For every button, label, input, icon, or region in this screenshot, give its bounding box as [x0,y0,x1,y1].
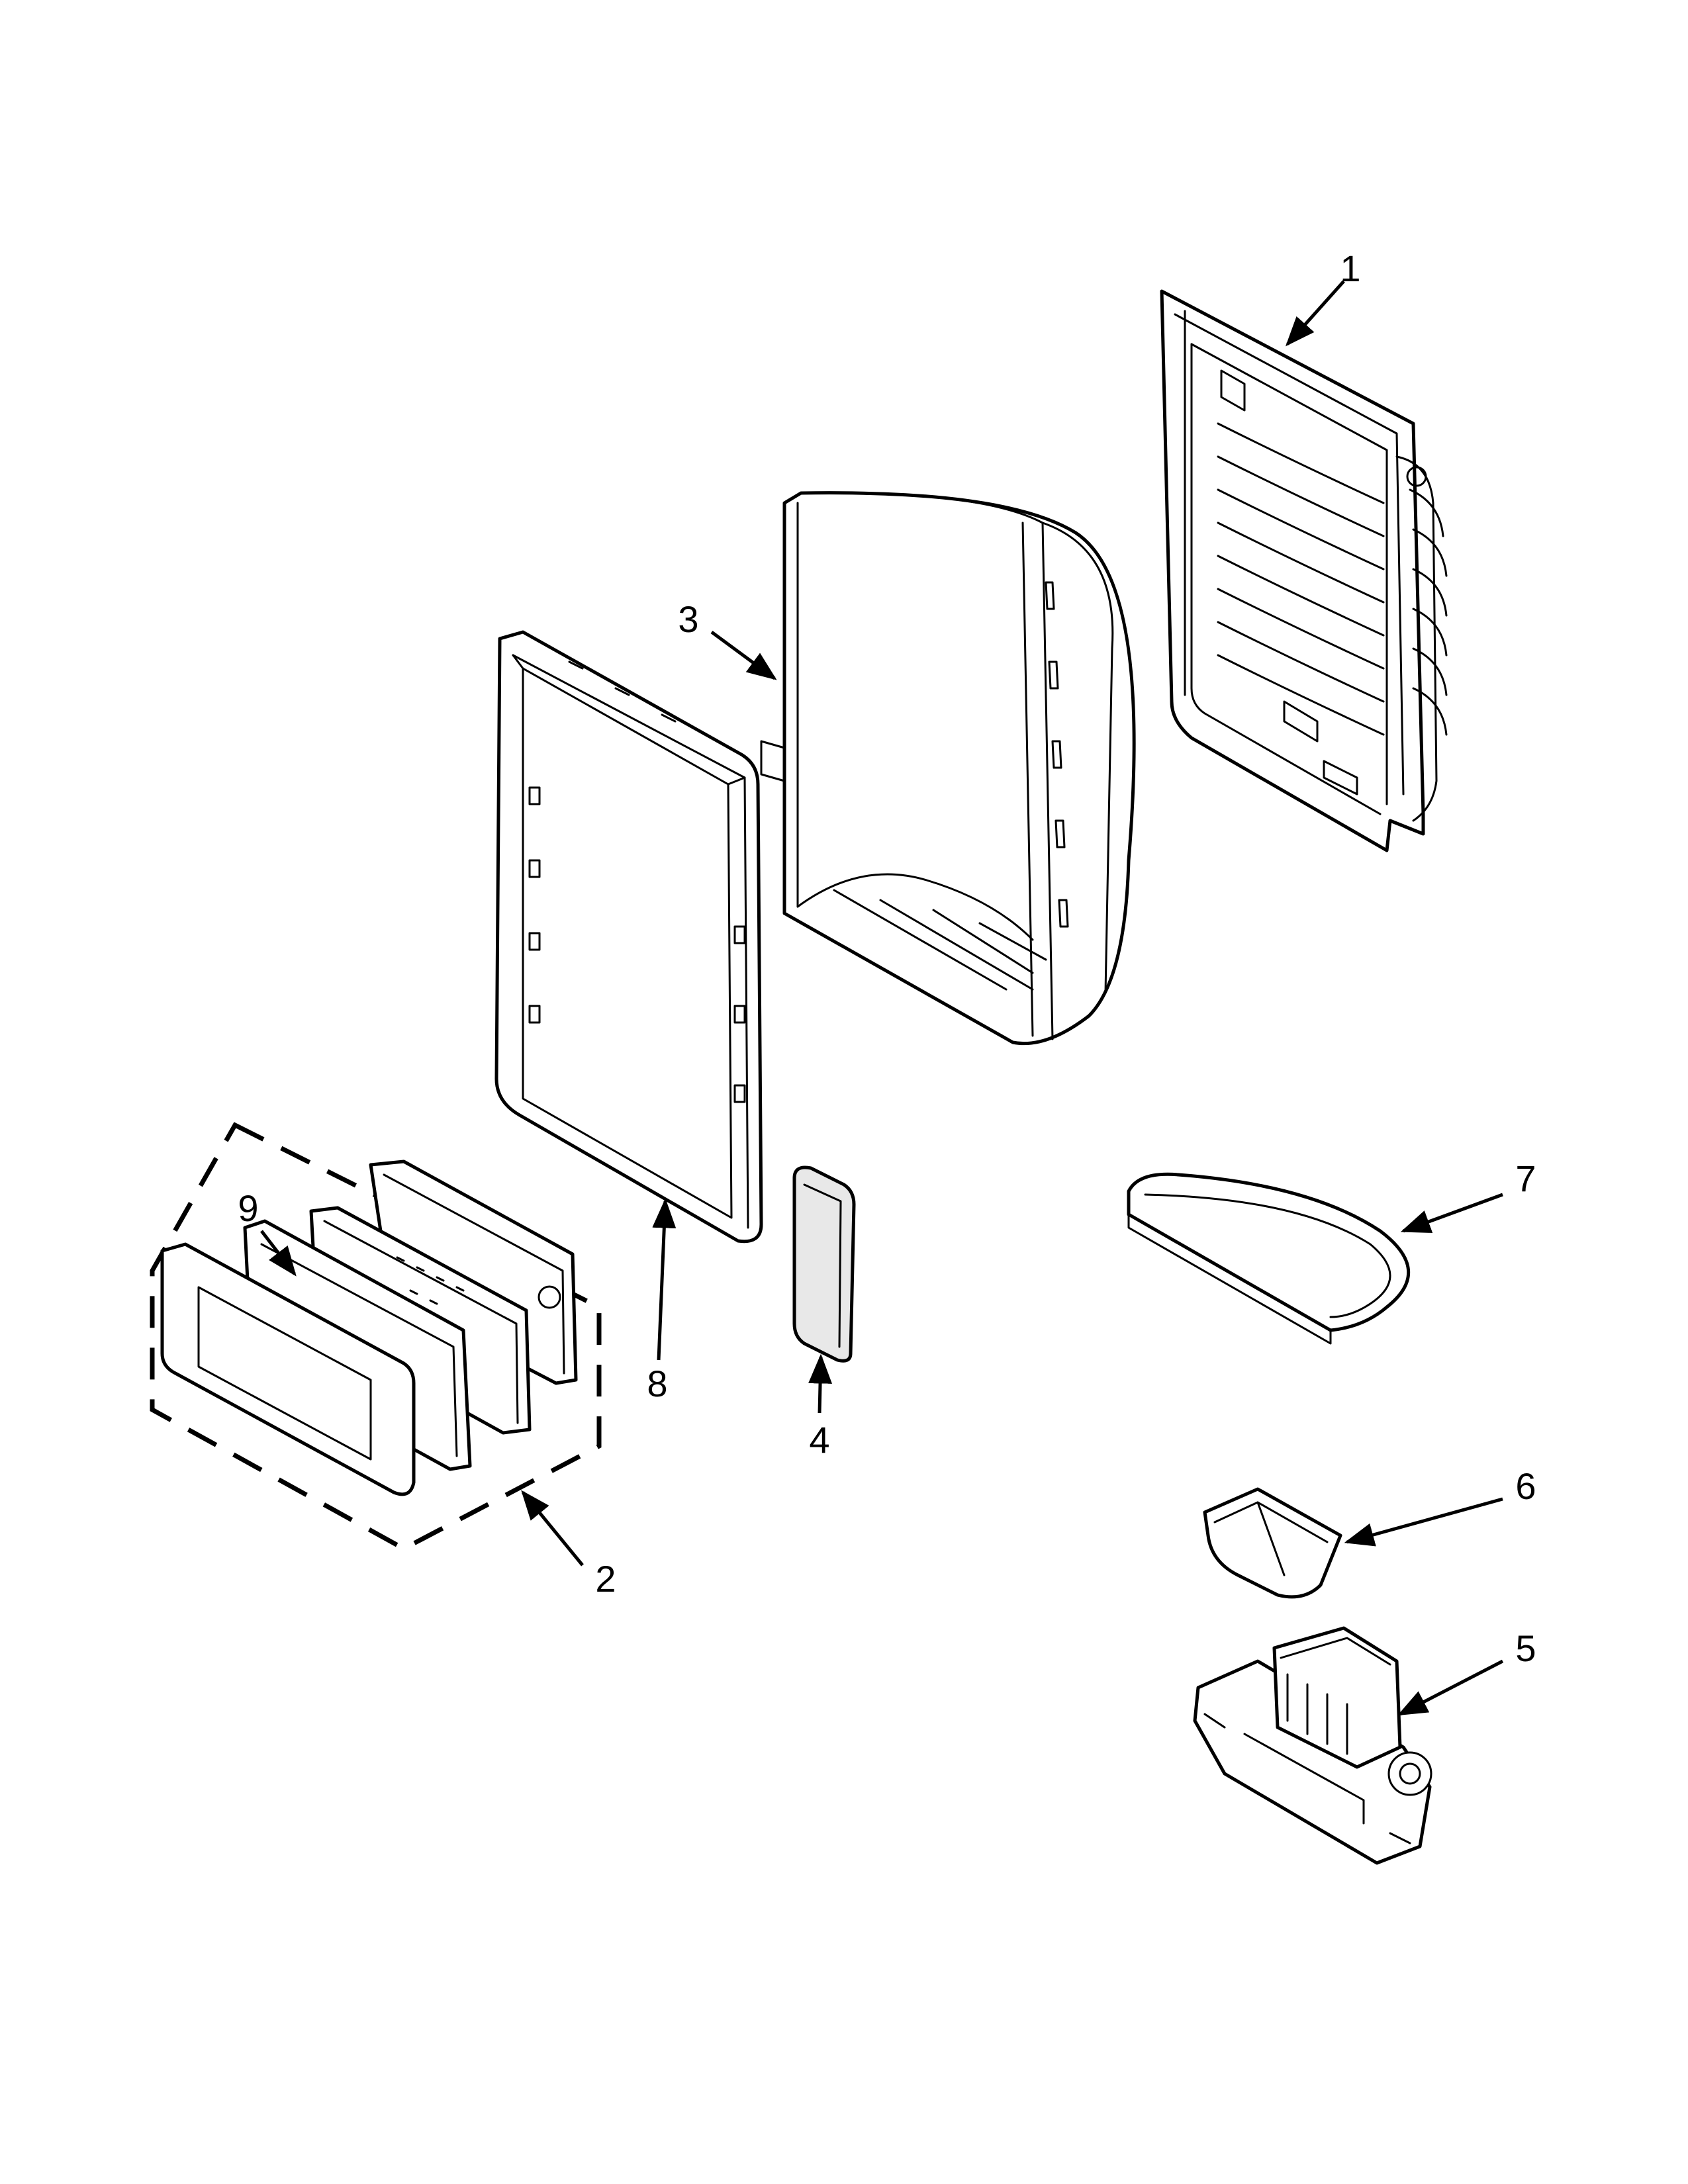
part-7-shelf[interactable] [1127,1172,1411,1345]
part-8-frame[interactable] [494,630,786,1244]
part-3-liner[interactable] [782,491,1136,1046]
part-1-housing[interactable] [1160,289,1448,852]
leader-lines [260,280,1504,1716]
callout-3: 3 [678,598,698,640]
leader-9 [260,1230,297,1277]
callout-6: 6 [1515,1465,1536,1507]
leader-8 [652,1198,677,1361]
leader-3 [710,630,777,680]
callout-4: 4 [809,1419,829,1461]
leader-2 [521,1490,584,1567]
leader-7 [1400,1193,1503,1233]
callout-8: 8 [647,1363,667,1404]
part-4-pad[interactable] [792,1165,856,1363]
callout-5: 5 [1515,1627,1536,1669]
part-5-mechanism[interactable] [1193,1626,1432,1865]
part-2-control-assembly[interactable] [160,1160,578,1496]
leader-1 [1285,280,1345,347]
part-2-group-boundary [150,1122,602,1551]
callout-9: 9 [238,1187,258,1229]
leader-6 [1344,1497,1503,1547]
part-6-cup[interactable] [1203,1487,1342,1599]
leader-4 [808,1353,833,1414]
leader-5 [1397,1659,1504,1716]
callout-1: 1 [1340,248,1360,289]
callout-2: 2 [595,1558,616,1600]
callouts: 1 2 3 4 5 6 7 8 9 [238,248,1536,1669]
callout-7: 7 [1515,1158,1536,1199]
